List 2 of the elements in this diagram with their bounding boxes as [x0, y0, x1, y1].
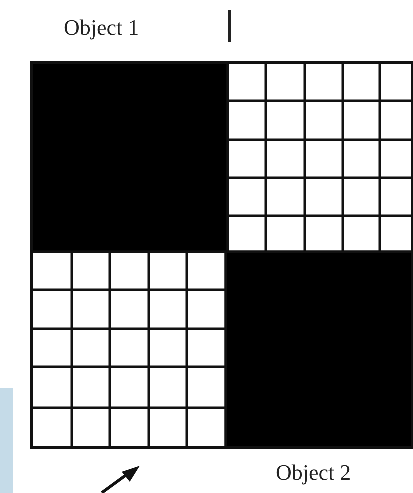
object-label: Object 1 — [64, 17, 140, 39]
object-label: Object 2 — [276, 462, 352, 484]
